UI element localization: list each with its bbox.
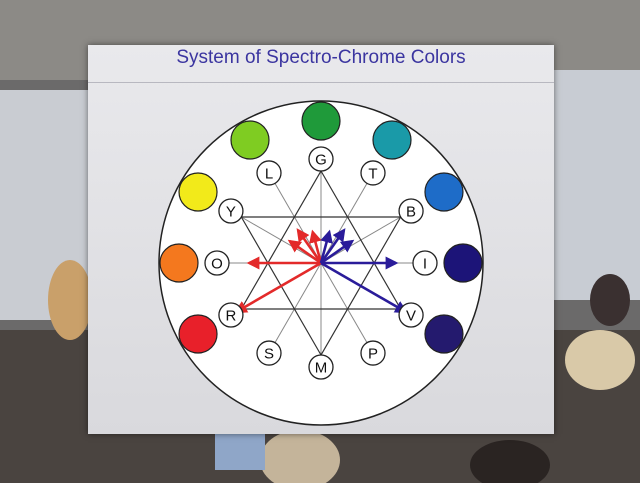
letter-node-r: R (218, 302, 244, 328)
spoke-line (320, 183, 368, 264)
color-swatch-t (372, 120, 412, 160)
warm-arrow (309, 229, 323, 264)
letter-node-b: B (398, 198, 424, 224)
letter-label: P (368, 346, 378, 363)
slide-title: System of Spectro-Chrome Colors (176, 47, 466, 68)
warm-arrow (296, 228, 323, 264)
spectro-chrome-wheel: G T B I V P M S R O Y L (158, 100, 484, 426)
letter-label: R (226, 308, 237, 325)
warm-arrow (233, 261, 322, 314)
letter-node-v: V (398, 302, 424, 328)
color-swatch-g (301, 101, 341, 141)
letter-label: I (423, 256, 427, 273)
cool-arrow (319, 229, 333, 264)
color-swatch-l (230, 120, 270, 160)
color-swatch-o (159, 243, 199, 283)
color-swatch-v (424, 314, 464, 354)
color-swatch-y (178, 172, 218, 212)
cool-arrow (319, 228, 346, 264)
color-swatch-r (178, 314, 218, 354)
cool-arrow (320, 239, 355, 265)
letter-node-m: M (308, 354, 334, 380)
letter-label: G (315, 152, 327, 169)
letter-label: Y (226, 204, 236, 221)
star-triangle (240, 169, 402, 310)
spoke-line (274, 183, 322, 264)
cool-arrow (320, 261, 409, 314)
projected-slide: System of Spectro-Chrome Colors G T B I V P M S… (88, 45, 554, 434)
color-swatches (159, 101, 483, 354)
letter-label: S (264, 346, 274, 363)
letter-node-l: L (256, 160, 282, 186)
letter-node-o: O (204, 250, 230, 276)
letter-node-i: I (412, 250, 438, 276)
spoke-line (274, 262, 322, 343)
spoke-line (320, 262, 368, 343)
letter-label: O (211, 256, 223, 273)
warm-arrow (287, 239, 322, 265)
color-swatch-i (443, 243, 483, 283)
letter-label: L (265, 165, 273, 182)
letter-node-t: T (360, 160, 386, 186)
color-arrows (233, 228, 409, 314)
color-swatch-b (424, 172, 464, 212)
letter-label: T (368, 165, 377, 182)
letter-node-y: Y (218, 198, 244, 224)
title-divider (88, 82, 554, 83)
letter-nodes: G T B I V P M S R O Y L (204, 146, 438, 380)
letter-node-s: S (256, 340, 282, 366)
letter-label: B (406, 204, 416, 221)
letter-label: M (315, 360, 328, 377)
letter-node-g: G (308, 146, 334, 172)
letter-node-p: P (360, 340, 386, 366)
letter-label: V (406, 308, 416, 325)
